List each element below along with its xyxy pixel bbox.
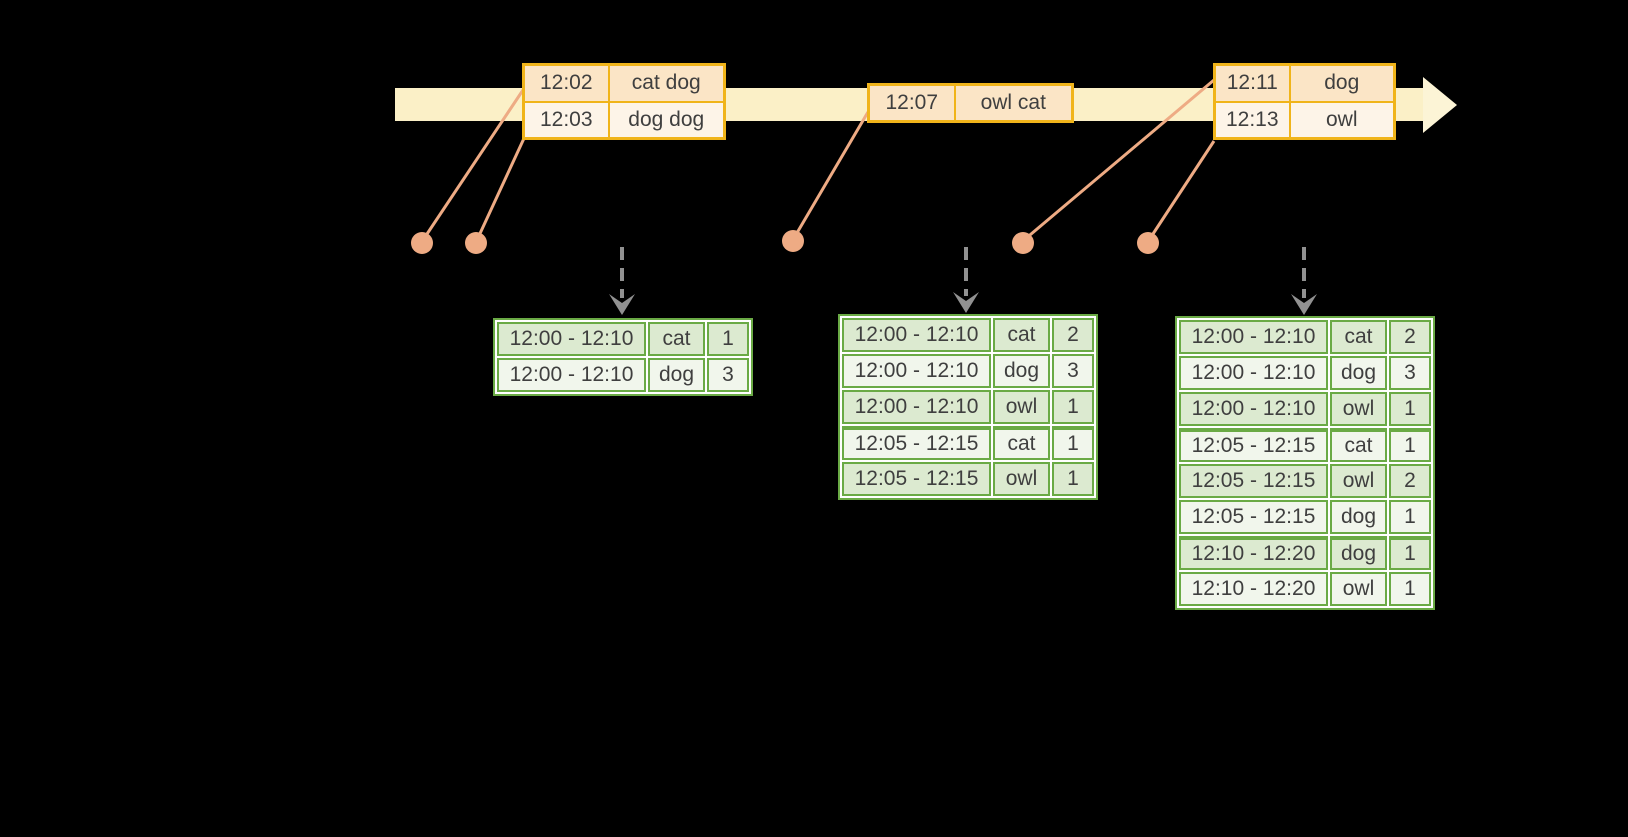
count-cell: 1 — [1052, 426, 1094, 460]
event-dot — [1012, 232, 1034, 254]
word-cell: dog — [1330, 536, 1387, 570]
words-cell: cat dog — [607, 63, 726, 103]
word-cell: owl — [1330, 572, 1387, 606]
words-cell: owl — [1288, 100, 1396, 140]
down-arrowhead-icon — [609, 294, 635, 315]
window-cell: 12:00 - 12:10 — [1179, 320, 1328, 354]
count-cell: 2 — [1389, 464, 1431, 498]
word-cell: owl — [993, 390, 1050, 424]
count-cell: 1 — [1052, 390, 1094, 424]
event-dot — [782, 230, 804, 252]
count-cell: 1 — [1389, 500, 1431, 534]
trigger-arrowheads — [609, 292, 1317, 315]
window-cell: 12:05 - 12:15 — [1179, 428, 1328, 462]
word-cell: owl — [1330, 392, 1387, 426]
connector-line — [1147, 140, 1216, 241]
time-cell: 12:02 — [522, 63, 610, 103]
window-cell: 12:00 - 12:10 — [1179, 392, 1328, 426]
count-cell: 2 — [1389, 320, 1431, 354]
count-cell: 3 — [1389, 356, 1431, 390]
time-cell: 12:07 — [867, 83, 956, 123]
count-cell: 1 — [1389, 572, 1431, 606]
trigger-arrows — [620, 247, 1306, 298]
window-cell: 12:00 - 12:10 — [842, 390, 991, 424]
count-cell: 1 — [1052, 462, 1094, 496]
time-cell: 12:13 — [1213, 100, 1291, 140]
word-cell: owl — [1330, 464, 1387, 498]
word-cell: owl — [993, 462, 1050, 496]
window-cell: 12:00 - 12:10 — [497, 322, 646, 356]
window-cell: 12:05 - 12:15 — [842, 426, 991, 460]
down-arrowhead-icon — [1291, 294, 1317, 315]
event-dot — [465, 232, 487, 254]
word-cell: dog — [1330, 356, 1387, 390]
count-cell: 3 — [1052, 354, 1094, 388]
event-dot — [1137, 232, 1159, 254]
window-cell: 12:00 - 12:10 — [1179, 356, 1328, 390]
word-cell: dog — [993, 354, 1050, 388]
count-cell: 2 — [1052, 318, 1094, 352]
word-cell: cat — [648, 322, 705, 356]
word-cell: dog — [1330, 500, 1387, 534]
timeline-arrowhead-icon — [1423, 77, 1457, 133]
window-cell: 12:00 - 12:10 — [497, 358, 646, 392]
count-cell: 1 — [707, 322, 749, 356]
word-cell: dog — [648, 358, 705, 392]
words-cell: dog — [1288, 63, 1396, 103]
word-cell: cat — [993, 426, 1050, 460]
window-cell: 12:05 - 12:15 — [842, 462, 991, 496]
word-cell: cat — [1330, 320, 1387, 354]
window-cell: 12:10 - 12:20 — [1179, 536, 1328, 570]
words-cell: dog dog — [607, 100, 726, 140]
count-cell: 3 — [707, 358, 749, 392]
word-cell: cat — [1330, 428, 1387, 462]
window-cell: 12:10 - 12:20 — [1179, 572, 1328, 606]
down-arrowhead-icon — [953, 292, 979, 313]
count-cell: 1 — [1389, 392, 1431, 426]
window-cell: 12:05 - 12:15 — [1179, 500, 1328, 534]
event-dots — [411, 230, 1159, 254]
window-cell: 12:05 - 12:15 — [1179, 464, 1328, 498]
words-cell: owl cat — [953, 83, 1074, 123]
count-cell: 1 — [1389, 428, 1431, 462]
count-cell: 1 — [1389, 536, 1431, 570]
time-cell: 12:03 — [522, 100, 610, 140]
window-cell: 12:00 - 12:10 — [842, 318, 991, 352]
time-cell: 12:11 — [1213, 63, 1291, 103]
connector-line — [792, 111, 870, 239]
word-cell: cat — [993, 318, 1050, 352]
event-dot — [411, 232, 433, 254]
window-cell: 12:00 - 12:10 — [842, 354, 991, 388]
connector-line — [475, 133, 528, 241]
